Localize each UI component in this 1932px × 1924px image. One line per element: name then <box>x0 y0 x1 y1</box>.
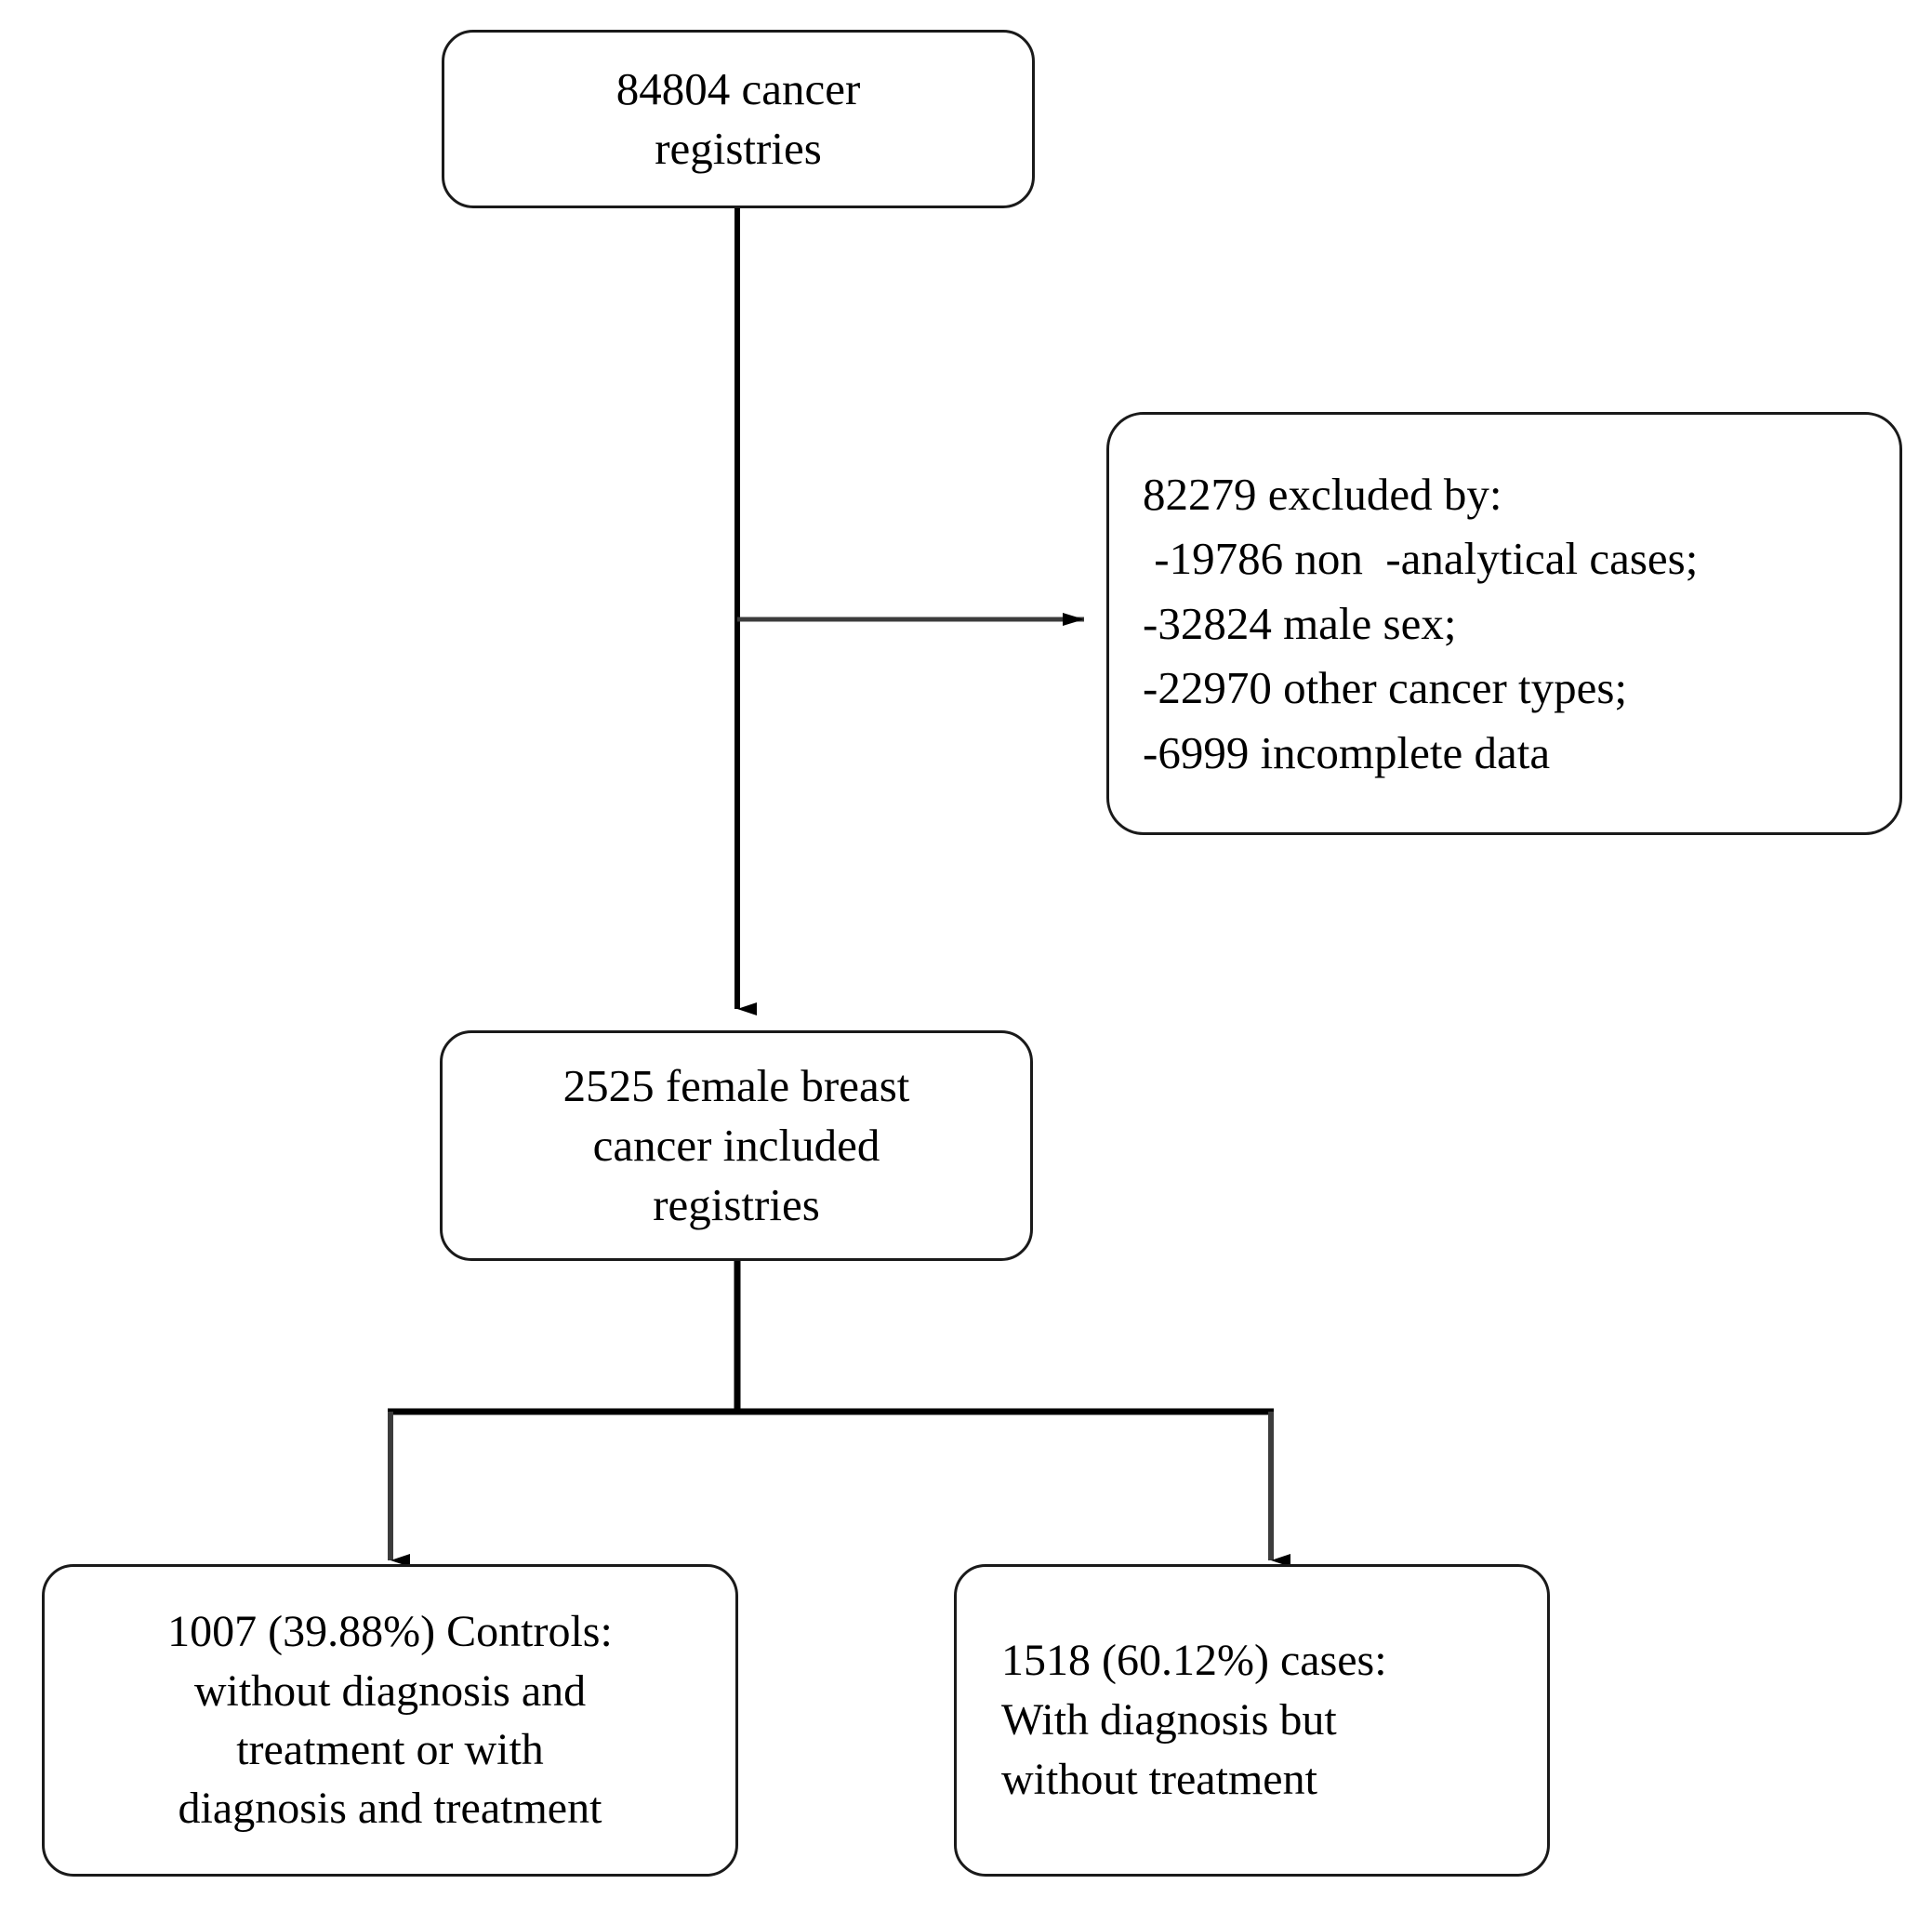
included-registries-box: 2525 female breast cancer included regis… <box>440 1030 1033 1261</box>
excluded-line-nonanalytical: -19786 non -analytical cases; <box>1143 533 1699 585</box>
total-registries-line-2: registries <box>655 123 822 174</box>
cases-line-3: without treatment <box>1001 1755 1317 1805</box>
cases-line-2: With diagnosis but <box>1001 1694 1337 1745</box>
excluded-line-other-cancer: -22970 other cancer types; <box>1143 662 1628 714</box>
connector-included-split <box>388 1261 1274 1415</box>
excluded-registries-box: 82279 excluded by: -19786 non -analytica… <box>1106 412 1902 835</box>
controls-line-3: treatment or with <box>236 1725 544 1774</box>
total-registries-box: 84804 cancer registries <box>442 30 1035 208</box>
excluded-line-male-sex: -32824 male sex; <box>1143 597 1457 649</box>
excluded-line-incomplete-data: -6999 incomplete data <box>1143 726 1551 778</box>
excluded-line-header: 82279 excluded by: <box>1143 468 1502 520</box>
included-line-1: 2525 female breast <box>562 1060 910 1112</box>
controls-line-2: without diagnosis and <box>193 1665 587 1716</box>
cases-line-1: 1518 (60.12%) cases: <box>1001 1635 1387 1685</box>
total-registries-line-1: 84804 cancer <box>615 63 861 115</box>
controls-line-4: diagnosis and treatment <box>178 1784 602 1834</box>
cases-group-box: 1518 (60.12%) cases: With diagnosis but … <box>954 1564 1550 1877</box>
included-line-2: cancer included <box>592 1120 880 1172</box>
included-line-3: registries <box>653 1178 820 1230</box>
controls-group-box: 1007 (39.88%) Controls: without diagnosi… <box>42 1564 738 1877</box>
controls-line-1: 1007 (39.88%) Controls: <box>167 1607 613 1657</box>
